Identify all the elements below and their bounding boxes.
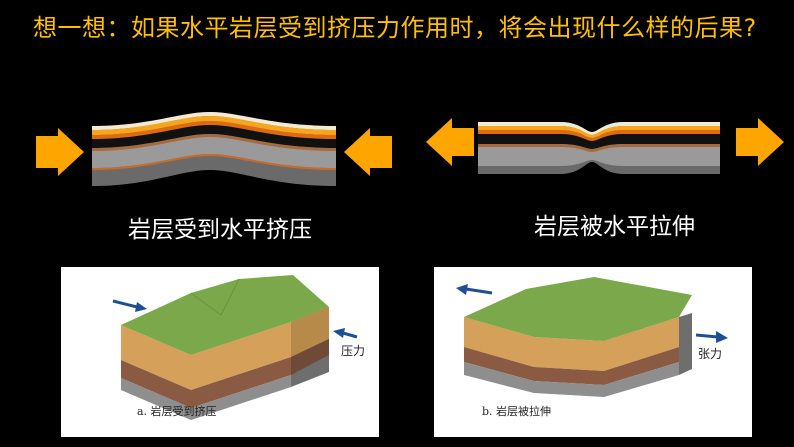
compression-caption: a. 岩层受到挤压: [137, 405, 217, 418]
compression-label: 岩层受到水平挤压: [128, 217, 312, 243]
tension-force-label: 张力: [698, 347, 723, 361]
page-title: 想一想：如果水平岩层受到挤压力作用时，将会出现什么样的后果?: [33, 14, 757, 42]
tension-block-illustration: [456, 277, 728, 397]
compression-force-label: 压力: [341, 344, 366, 358]
compression-fold-diagram: [36, 112, 392, 186]
arrow-right-icon: [736, 118, 784, 166]
tension-label: 岩层被水平拉伸: [534, 214, 695, 240]
tension-caption: b. 岩层被拉伸: [482, 405, 552, 418]
compression-block-panel: 压力 a. 岩层受到挤压: [61, 267, 379, 437]
compression-block-illustration: [112, 275, 358, 420]
arrow-right-icon: [36, 128, 84, 176]
arrow-left-icon: [426, 118, 474, 166]
arrow-left-icon: [344, 128, 392, 176]
tension-block-panel: 张力 b. 岩层被拉伸: [434, 267, 752, 437]
tension-stretch-diagram: [426, 118, 784, 174]
